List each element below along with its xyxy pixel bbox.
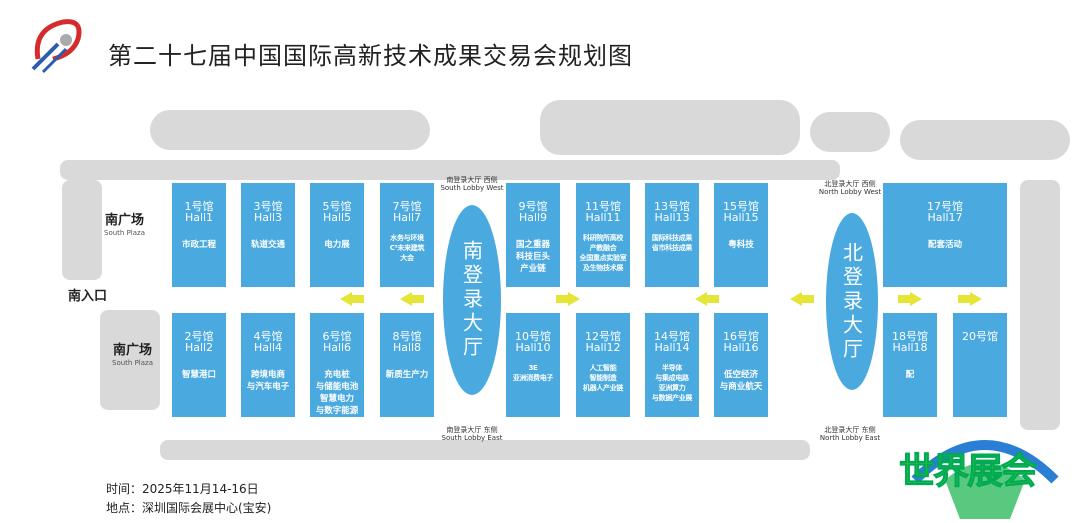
hall-en: Hall2 [184,341,214,354]
south-entrance: 南入口 [68,289,108,304]
hall-en: Hall4 [253,341,283,354]
hall-no: 17号馆 [927,200,963,213]
hall-en: Hall12 [585,341,621,354]
hall-en: Hall3 [253,211,283,224]
hall-no: 4号馆 [253,330,283,343]
hall-en: Hall10 [515,341,551,354]
logo [28,14,88,74]
hall-no: 9号馆 [518,200,548,213]
hall-desc: 低空经济与商业航天 [719,370,763,392]
hall-desc: 国际科技成果省市科技成果 [651,234,693,252]
hall-no: 8号馆 [392,330,422,343]
page-title: 第二十七届中国国际高新技术成果交易会规划图 [108,42,633,70]
hall-desc: 科研院所高校产教融合全国重点实验室及生物技术展 [579,234,627,272]
hall-no: 5号馆 [322,200,352,213]
hall-desc: 配 [905,370,915,380]
hall-no: 10号馆 [515,330,551,343]
hall-no: 3号馆 [253,200,283,213]
hall-en: Hall6 [322,341,352,354]
arrow-left-icon [695,292,719,306]
hall-desc: 国之重器科技巨头产业链 [515,240,550,274]
hall-no: 6号馆 [322,330,352,343]
event-location: 地点：深圳国际会展中心(宝安) [106,501,272,515]
hall-en: Hall5 [322,211,352,224]
hall-desc: 智慧港口 [181,370,216,380]
arrow-left-icon [790,292,814,306]
hall-no: 2号馆 [184,330,214,343]
hall-no: 13号馆 [654,200,690,213]
arrow-right-icon [556,292,580,306]
arrow-left-icon [400,292,424,306]
hall-no: 7号馆 [392,200,422,213]
hall-desc: 新质生产力 [385,370,429,380]
hall-no: 20号馆 [962,330,998,343]
north-lobby: 北登录大厅 [826,213,878,390]
arrow-right-icon [958,292,982,306]
south-lobby: 南登录大厅 [443,205,501,395]
hall-en: Hall1 [184,211,214,224]
watermark-logo: 世界展会 [895,420,1075,519]
hall-no: 14号馆 [654,330,690,343]
hall-20号馆[interactable]: 20号馆 [953,313,1007,417]
hall-desc: 轨道交通 [250,240,285,250]
event-time: 时间：2025年11月14-16日 [106,482,259,496]
hall-desc: 电力展 [324,240,350,250]
hall-no: 12号馆 [585,330,621,343]
hall-en: Hall14 [654,341,690,354]
hall-no: 16号馆 [723,330,759,343]
hall-en: Hall18 [892,341,928,354]
hall-en: Hall7 [392,211,422,224]
hall-desc: 配套活动 [927,240,962,250]
arrow-left-icon [340,292,364,306]
hall-desc: 跨境电商与汽车电子 [246,370,290,392]
hall-en: Hall13 [654,211,690,224]
hall-desc: 充电桩与储能电池智慧电力与数字能源 [315,370,359,416]
hall-desc: 市政工程 [181,240,216,250]
hall-en: Hall8 [392,341,422,354]
arrow-right-icon [898,292,922,306]
hall-no: 1号馆 [184,200,214,213]
hall-no: 15号馆 [723,200,759,213]
hall-en: Hall17 [927,211,963,224]
hall-desc: 粤科技 [728,240,754,250]
hall-no: 18号馆 [892,330,928,343]
hall-en: Hall11 [585,211,621,224]
hall-no: 11号馆 [585,200,621,213]
hall-en: Hall16 [723,341,759,354]
hall-desc: 半导体与集成电路亚洲算力与数据产业展 [651,364,693,402]
hall-en: Hall9 [518,211,548,224]
hall-desc: 人工智能智能制造机器人产业链 [582,364,624,392]
hall-en: Hall15 [723,211,759,224]
